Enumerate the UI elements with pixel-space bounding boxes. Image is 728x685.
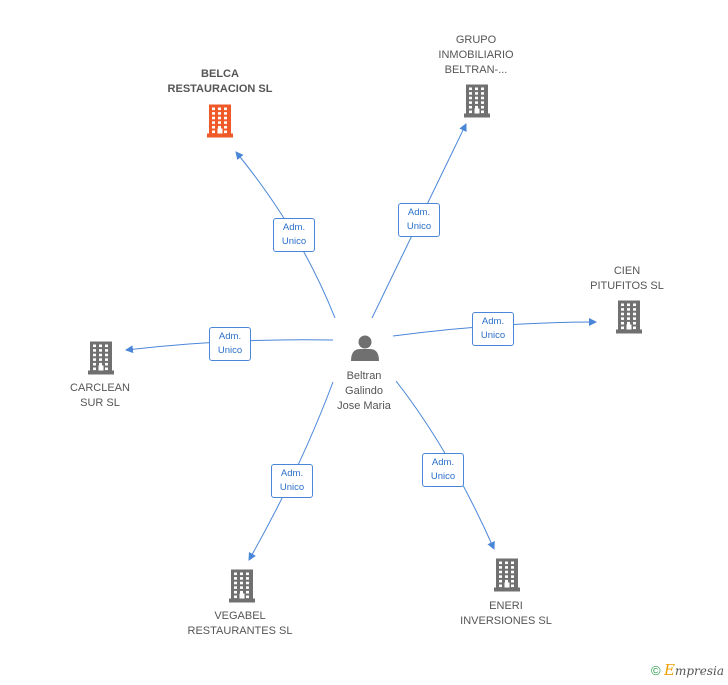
person-icon[interactable] [351,335,379,362]
relation-tag-grupo: Adm.Unico [398,203,440,237]
building-icon-cien[interactable] [616,300,642,334]
copyright-symbol: © [651,663,661,678]
building-icon-eneri[interactable] [494,558,520,592]
building-icon-belca[interactable] [207,104,233,138]
relation-tag-cien: Adm.Unico [472,312,514,346]
building-icon-carclean[interactable] [88,341,114,375]
building-icon-vegabel[interactable] [229,569,255,603]
relation-tag-eneri: Adm.Unico [422,453,464,487]
relation-tag-vegabel: Adm.Unico [271,464,313,498]
relation-tag-belca: Adm.Unico [273,218,315,252]
footer-brand: © Empresia [651,661,724,679]
building-icon-grupo[interactable] [464,84,490,118]
relation-tag-carclean: Adm.Unico [209,327,251,361]
empresia-logo: Empresia [663,661,724,679]
